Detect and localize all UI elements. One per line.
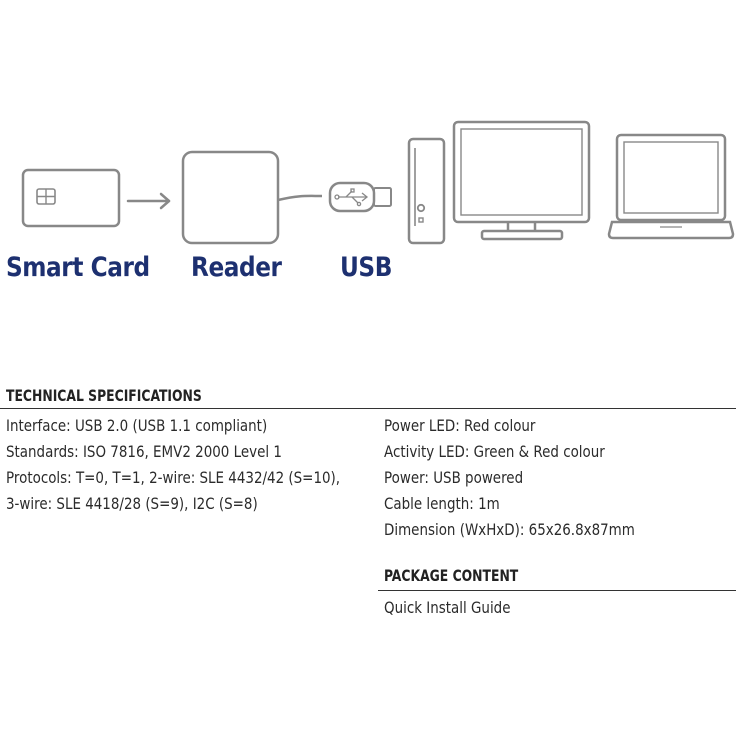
spec-item: Power LED: Red colour — [384, 416, 536, 435]
tech-specs-title: TECHNICAL SPECIFICATIONS — [6, 386, 202, 405]
desktop-tower-icon — [407, 137, 446, 245]
monitor-icon — [452, 120, 591, 241]
label-smart-card: Smart Card — [6, 252, 150, 283]
spec-item: Cable length: 1m — [384, 494, 500, 513]
divider — [378, 590, 736, 591]
arrow-right-icon — [126, 192, 171, 210]
spec-list-right: Power LED: Red colour Activity LED: Gree… — [384, 413, 683, 543]
spec-item: 3-wire: SLE 4418/28 (S=9), I2C (S=8) — [6, 494, 258, 513]
label-usb: USB — [340, 252, 392, 283]
package-list: Quick Install Guide — [384, 595, 535, 621]
package-title: PACKAGE CONTENT — [384, 566, 519, 585]
label-reader: Reader — [191, 252, 282, 283]
spec-item: Dimension (WxHxD): 65x26.8x87mm — [384, 520, 635, 539]
package-item: Quick Install Guide — [384, 598, 511, 617]
laptop-icon — [607, 133, 735, 240]
connection-diagram — [21, 120, 735, 245]
card-reader-icon — [181, 150, 280, 245]
usb-cable — [277, 194, 323, 202]
smart-card-icon — [21, 168, 121, 228]
spec-item: Power: USB powered — [384, 468, 524, 487]
divider — [0, 408, 736, 409]
spec-item: Activity LED: Green & Red colour — [384, 442, 605, 461]
spec-list-left: Interface: USB 2.0 (USB 1.1 compliant) S… — [6, 413, 404, 517]
spec-item: Protocols: T=0, T=1, 2-wire: SLE 4432/42… — [6, 468, 341, 487]
spec-item: Standards: ISO 7816, EMV2 2000 Level 1 — [6, 442, 282, 461]
spec-item: Interface: USB 2.0 (USB 1.1 compliant) — [6, 416, 268, 435]
usb-plug-icon — [328, 181, 392, 213]
